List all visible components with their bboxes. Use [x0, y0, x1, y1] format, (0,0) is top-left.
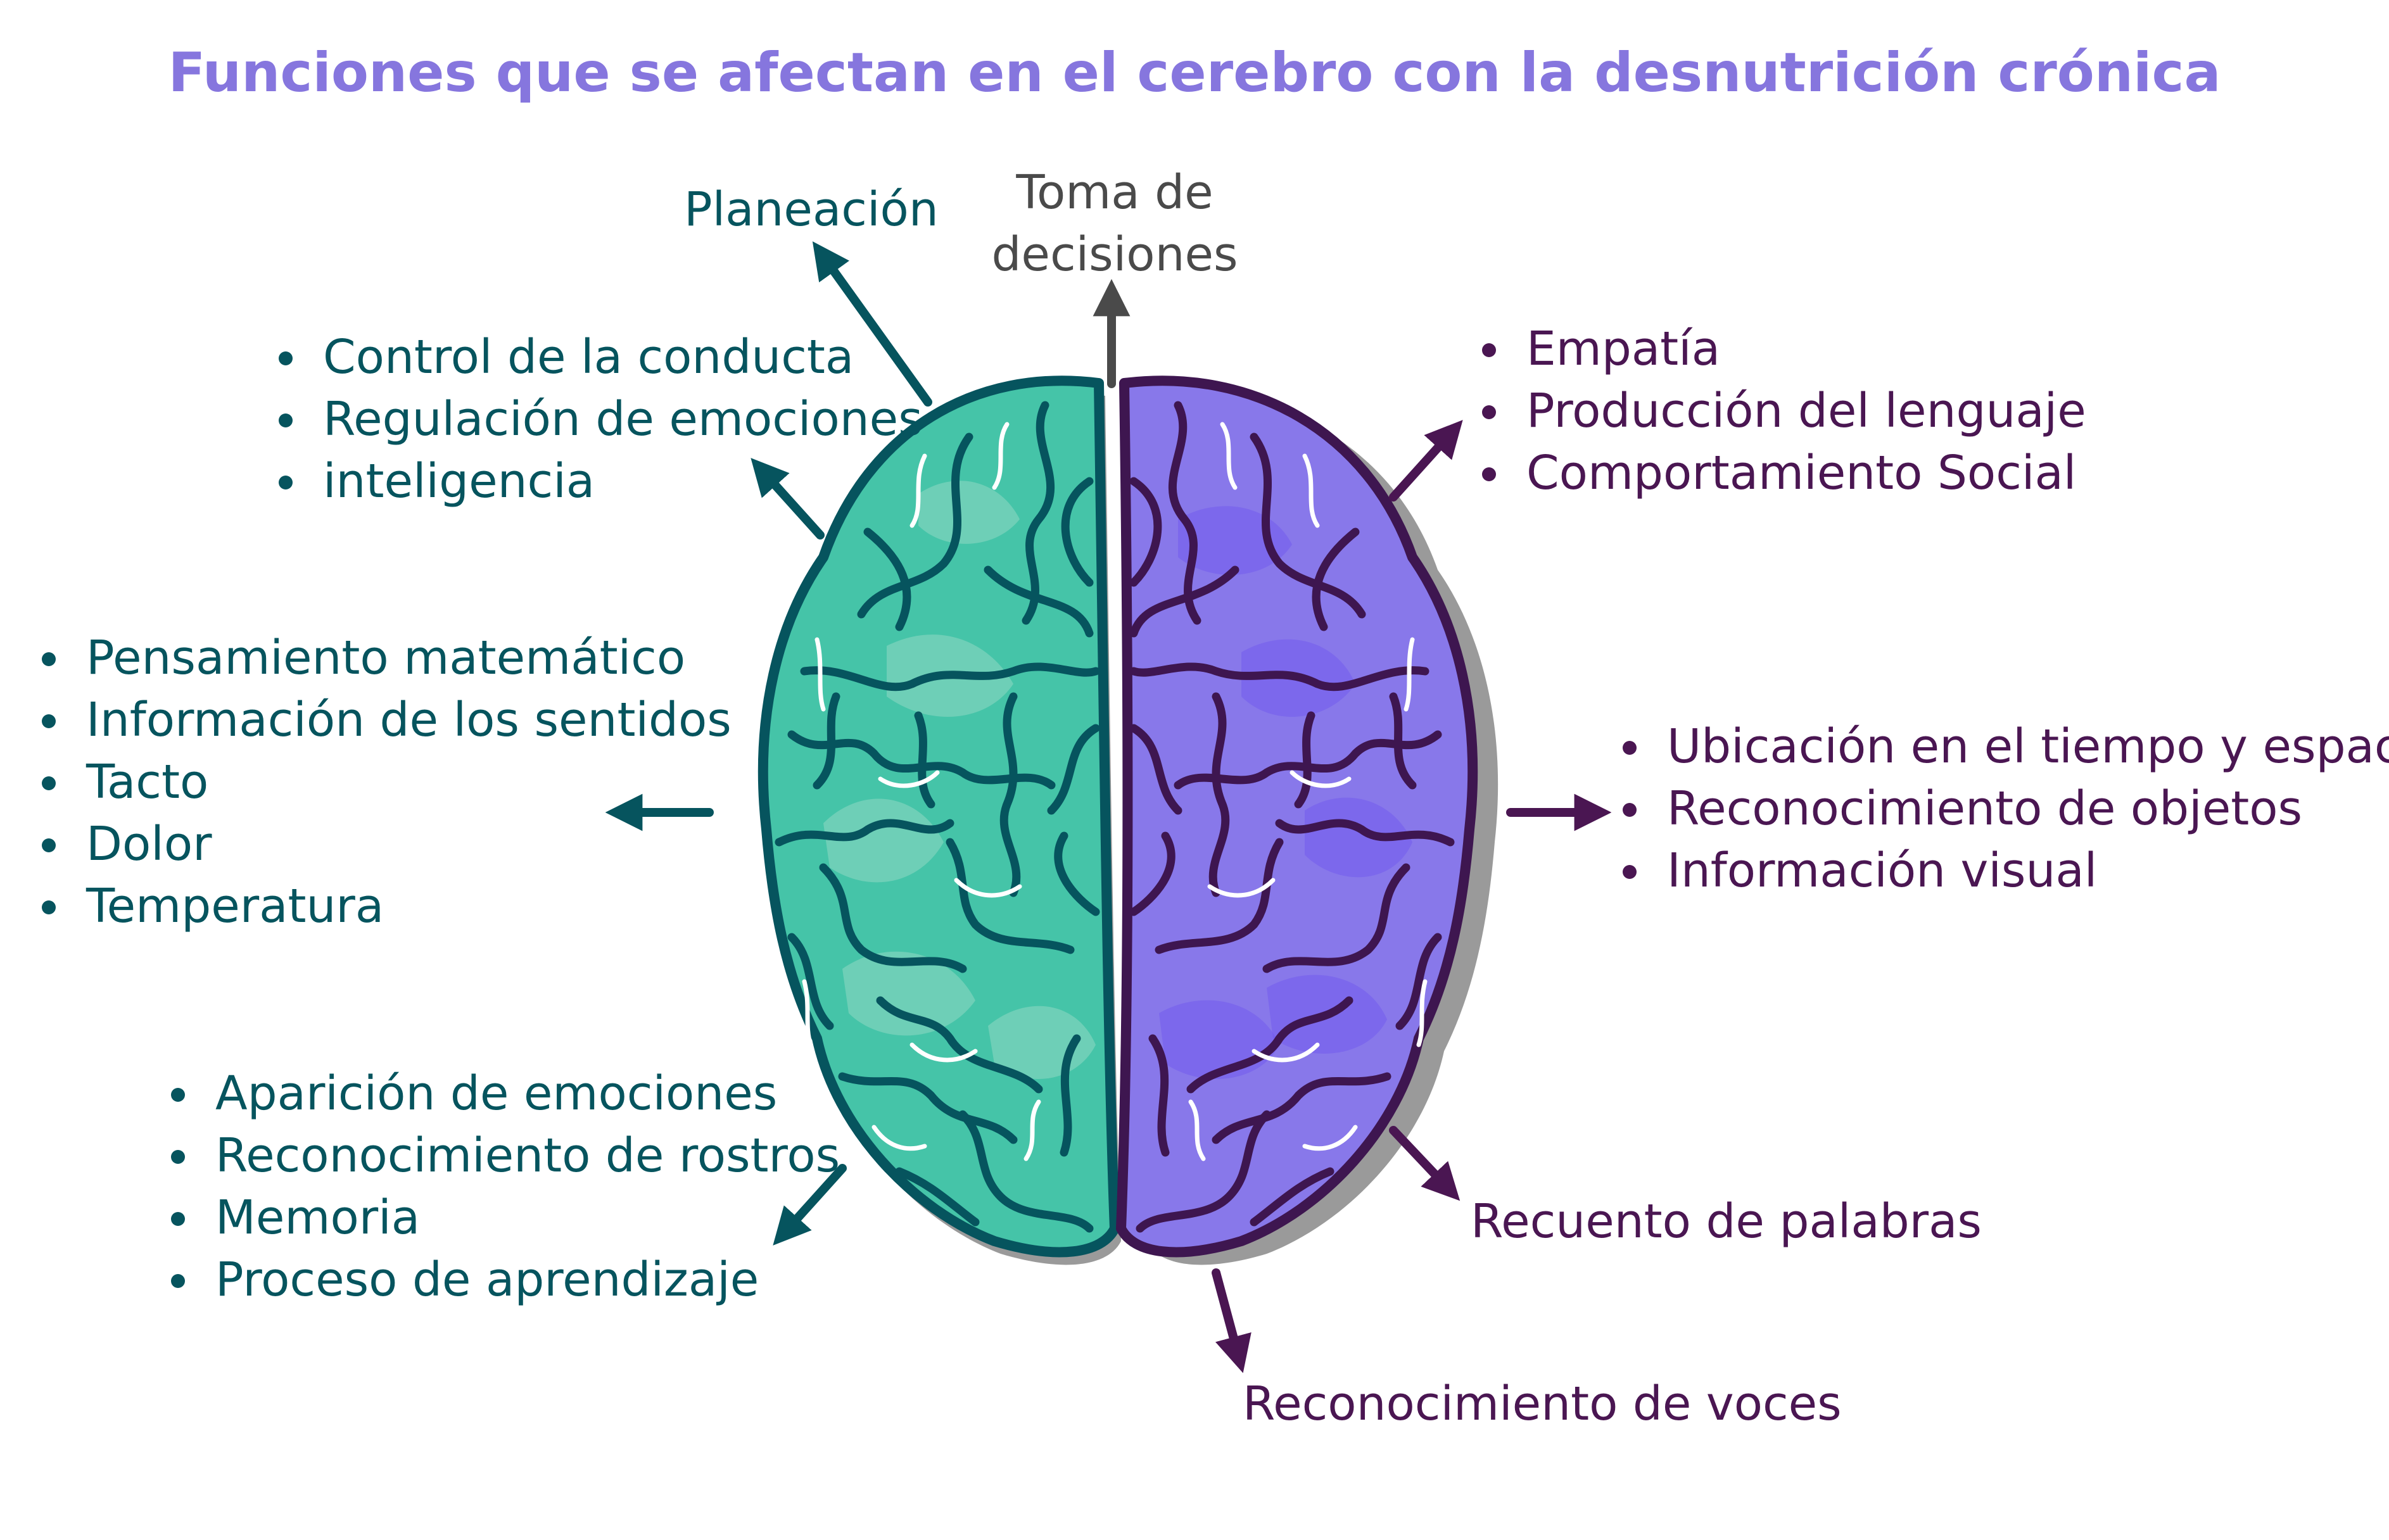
list-parietal-left: Pensamiento matemático Información de lo…	[37, 627, 732, 937]
arrow-frontal-right	[1389, 420, 1463, 502]
list-item: Tacto	[37, 751, 732, 813]
list-item: Reconocimiento de rostros	[166, 1125, 840, 1187]
label-toma-de-decisiones-line-2: decisiones	[991, 227, 1238, 282]
list-item: inteligencia	[274, 450, 923, 512]
list-item: Proceso de aprendizaje	[166, 1249, 840, 1311]
arrow-reconocimiento-de-voces	[1212, 1268, 1252, 1373]
list-item: Empatía	[1477, 318, 2086, 380]
list-item: Temperatura	[37, 875, 732, 937]
label-toma-de-decisiones: Toma de decisiones	[988, 161, 1241, 286]
label-planeacion: Planeación	[684, 182, 939, 237]
arrow-planeacion	[812, 241, 932, 407]
label-recuento-de-palabras: Recuento de palabras	[1471, 1194, 1982, 1249]
list-item: Memoria	[166, 1187, 840, 1249]
list-item: Control de la conducta	[274, 326, 923, 388]
list-item: Información de los sentidos	[37, 689, 732, 751]
list-frontal-left: Control de la conducta Regulación de emo…	[274, 326, 923, 512]
left-hemisphere	[757, 376, 1120, 1258]
right-hemisphere	[1116, 376, 1478, 1258]
label-toma-de-decisiones-line-1: Toma de	[1016, 165, 1214, 220]
list-item: Producción del lenguaje	[1477, 380, 2086, 442]
arrow-temporal-left	[773, 1164, 847, 1246]
list-item: Comportamiento Social	[1477, 442, 2086, 504]
list-occipital-right: Ubicación en el tiempo y espacio Reconoc…	[1618, 716, 2389, 902]
arrows	[605, 241, 1612, 1373]
list-item: Dolor	[37, 813, 732, 875]
list-frontal-right: Empatía Producción del lenguaje Comporta…	[1477, 318, 2086, 504]
list-temporal-left: Aparición de emociones Reconocimiento de…	[166, 1063, 840, 1311]
arrow-recuento-de-palabras	[1389, 1126, 1461, 1201]
list-item: Reconocimiento de objetos	[1618, 778, 2389, 840]
list-item: Pensamiento matemático	[37, 627, 732, 689]
list-item: Regulación de emociones	[274, 388, 923, 450]
list-item: Aparición de emociones	[166, 1063, 840, 1125]
list-item: Ubicación en el tiempo y espacio	[1618, 716, 2389, 778]
page-title: Funciones que se afectan en el cerebro c…	[168, 41, 2221, 104]
arrow-frontal-left	[751, 458, 825, 540]
list-item: Información visual	[1618, 840, 2389, 902]
label-reconocimiento-de-voces: Reconocimiento de voces	[1243, 1377, 1842, 1431]
